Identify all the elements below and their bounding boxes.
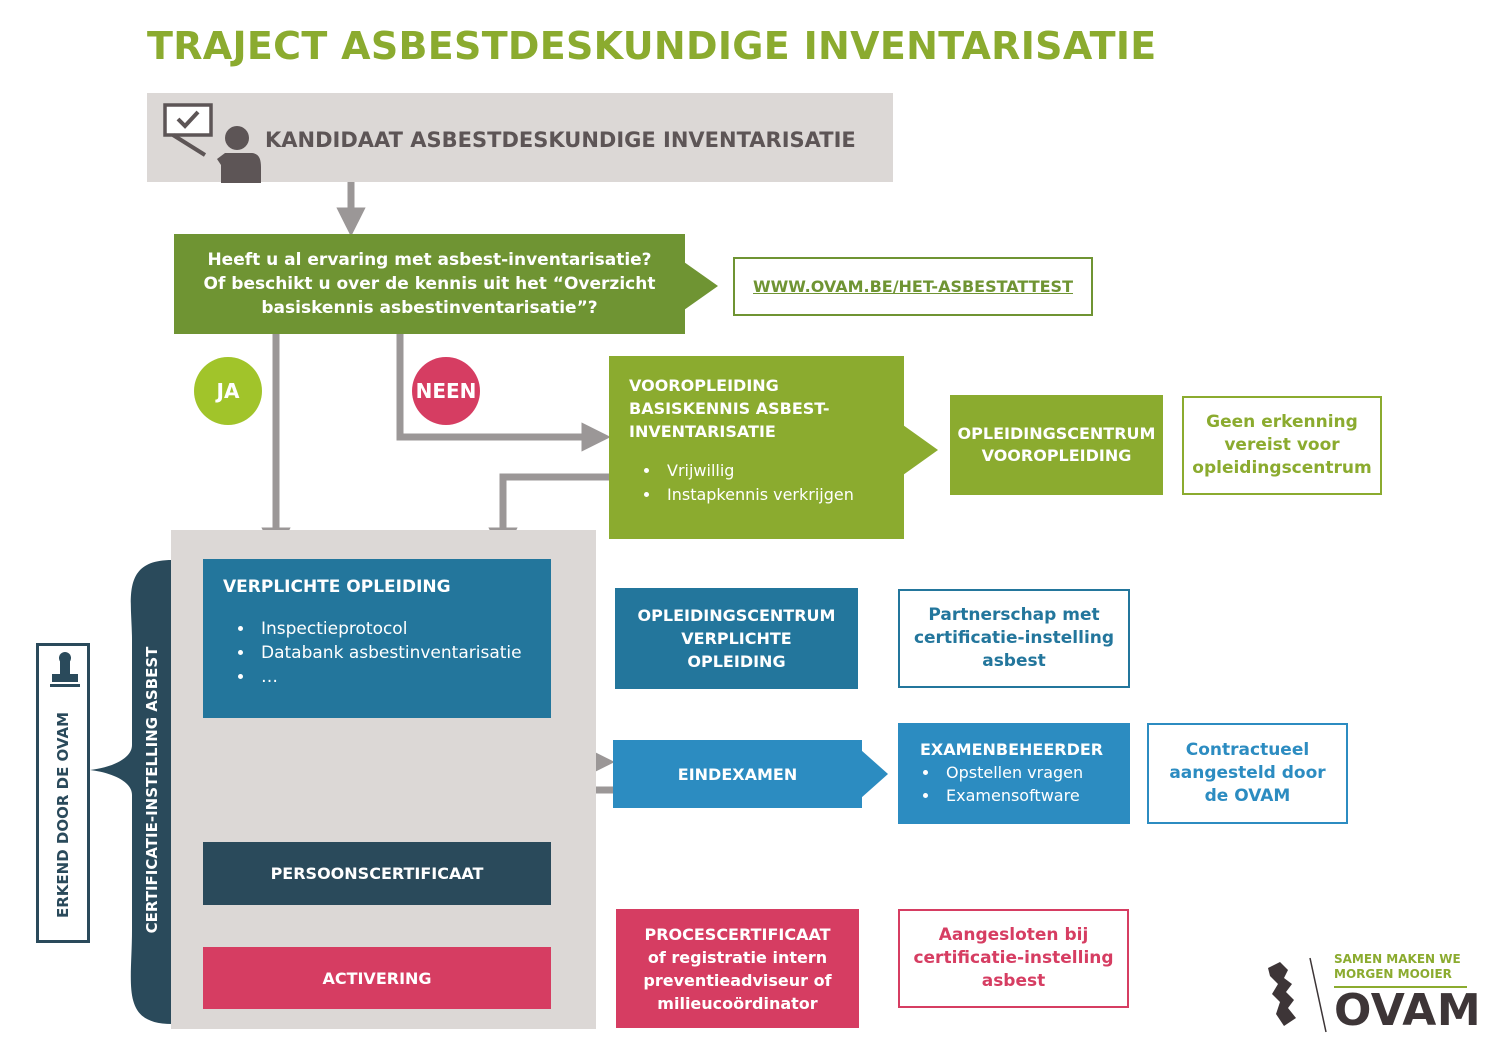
tagline-divider [1334,986,1467,988]
vooropleiding-title-line: VOOROPLEIDING [629,376,779,395]
persoonscertificaat-box: PERSOONSCERTIFICAAT [203,842,551,905]
contractueel-box: Contractueel aangesteld door de OVAM [1147,723,1348,824]
examenbeheerder-title: EXAMENBEHEERDER [920,740,1104,759]
list-item: Vrijwillig [661,459,884,483]
question-box: Heeft u al ervaring met asbest-inventari… [174,234,685,334]
vooropleiding-bullets: Vrijwillig Instapkennis verkrijgen [629,459,884,507]
box-line: Geen erkenning [1206,412,1358,432]
box-line: opleidingscentrum [1192,458,1372,478]
box-line: de OVAM [1204,786,1291,806]
erkend-door-ovam-label: ERKEND DOOR DE OVAM [54,711,72,919]
box-line: aangesteld door [1169,763,1326,783]
box-line: Contractueel [1185,740,1310,760]
vooropleiding-box: VOOROPLEIDING BASISKENNIS ASBEST- INVENT… [609,356,904,539]
arrow-neen [396,334,611,452]
candidate-label: KANDIDAAT ASBESTDESKUNDIGE INVENTARISATI… [265,128,856,152]
box-line: Partnerschap met [928,605,1100,625]
verplichte-opleiding-box: VERPLICHTE OPLEIDING Inspectieprotocol D… [203,559,551,718]
vooropleiding-title: VOOROPLEIDING BASISKENNIS ASBEST- INVENT… [629,374,884,443]
pointer-question [684,262,718,310]
box-line: Aangesloten bij [938,925,1089,945]
box-line: vereist voor [1224,435,1340,455]
no-badge: NEEN [412,357,480,425]
box-line: certificatie-instelling [913,628,1115,648]
list-item: … [255,665,531,689]
certificatie-instelling-label: CERTIFICATIE-INSTELLING ASBEST [143,646,161,934]
box-line: VERPLICHTE [681,629,792,648]
box-line: milieucoördinator [657,993,818,1013]
yes-badge: JA [194,357,262,425]
link-box[interactable]: WWW.OVAM.BE/HET-ASBESTATTEST [733,257,1093,316]
verplichte-opleiding-title: VERPLICHTE OPLEIDING [223,577,451,597]
arrow-voor-to-verplicht [488,473,609,557]
list-item: Databank asbestinventarisatie [255,641,531,665]
list-item: Instapkennis verkrijgen [661,483,884,507]
box-line: OPLEIDING [687,652,786,671]
stamp-icon [50,652,80,687]
persoonscertificaat-label: PERSOONSCERTIFICAAT [270,864,484,883]
vooropleiding-title-line: INVENTARISATIE [629,422,776,441]
examenbeheerder-box: EXAMENBEHEERDER Opstellen vragen Examens… [898,723,1130,824]
procescertificaat-box: PROCESCERTIFICAAT of registratie intern … [616,909,859,1028]
box-line: of registratie intern [647,947,828,967]
list-item: Inspectieprotocol [255,617,531,641]
verplichte-opleiding-bullets: Inspectieprotocol Databank asbestinventa… [223,617,531,689]
cert-brace [90,560,172,1024]
vooropleiding-title-line: BASISKENNIS ASBEST- [629,399,830,418]
box-line: preventieadviseur of [643,970,832,990]
partnerschap-box: Partnerschap met certificatie-instelling… [898,589,1130,688]
tagline-line: MORGEN MOOIER [1334,967,1452,981]
box-line: certificatie-instelling [913,948,1114,968]
tagline-line: SAMEN MAKEN WE [1334,952,1461,966]
ovam-tagline: SAMEN MAKEN WE MORGEN MOOIER [1334,952,1461,982]
eindexamen-label: EINDEXAMEN [677,764,798,784]
presenter-icon [163,103,261,183]
certificatie-label-holder: CERTIFICATIE-INSTELLING ASBEST [132,560,172,1020]
box-line: VOOROPLEIDING [981,446,1132,465]
opleidingscentrum-verplicht-box: OPLEIDINGSCENTRUM VERPLICHTE OPLEIDING [615,588,858,689]
question-line: basiskennis asbestinventarisatie”? [261,298,598,318]
ovam-logo-name: OVAM [1334,985,1482,1036]
question-line: Heeft u al ervaring met asbest-inventari… [207,250,652,270]
activering-label: ACTIVERING [322,968,432,988]
box-line: PROCESCERTIFICAAT [644,924,831,944]
candidate-box [147,93,893,183]
flemish-lion-icon [1268,957,1327,1033]
opleidingscentrum-vooropleiding-box: OPLEIDINGSCENTRUM VOOROPLEIDING [950,395,1163,495]
erkend-door-ovam-box: ERKEND DOOR DE OVAM [36,643,90,943]
pointer-voor [903,425,938,475]
list-item: Examensoftware [940,784,1130,807]
box-line: asbest [982,651,1046,671]
activering-box: ACTIVERING [203,947,551,1009]
examenbeheerder-bullets: Opstellen vragen Examensoftware [920,761,1130,807]
geen-erkenning-box: Geen erkenning vereist voor opleidingsce… [1182,396,1382,495]
asbestattest-link[interactable]: WWW.OVAM.BE/HET-ASBESTATTEST [753,277,1073,296]
page-title: TRAJECT ASBESTDESKUNDIGE INVENTARISATIE [147,24,1157,68]
eindexamen-box: EINDEXAMEN [613,740,862,808]
aangesloten-box: Aangesloten bij certificatie-instelling … [898,909,1129,1008]
pointer-eindex [861,750,888,798]
question-line: Of beschikt u over de kennis uit het “Ov… [203,274,656,294]
box-line: OPLEIDINGSCENTRUM [957,424,1156,443]
box-line: asbest [981,971,1046,991]
list-item: Opstellen vragen [940,761,1130,784]
box-line: OPLEIDINGSCENTRUM [637,606,836,625]
